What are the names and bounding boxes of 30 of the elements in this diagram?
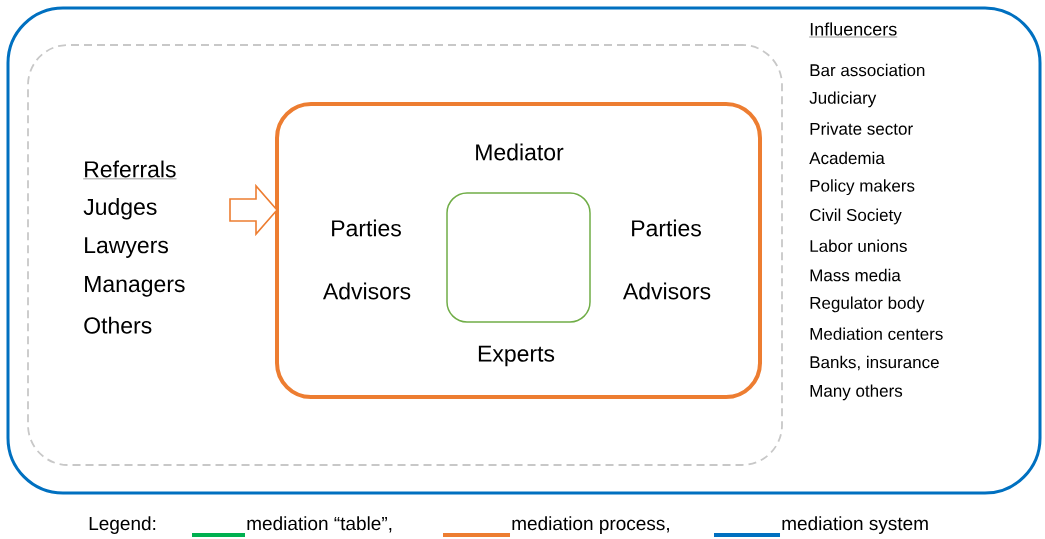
- list-item: Academia: [809, 151, 885, 165]
- list-item: Managers: [85, 276, 185, 297]
- list-item: Policy makers: [810, 179, 915, 196]
- role-label: Mediator: [476, 143, 564, 161]
- list-item: Labor unions: [810, 239, 907, 253]
- list-item: Others: [84, 316, 152, 334]
- role-label: Parties: [632, 219, 701, 237]
- list-item: Regulator body: [810, 296, 925, 313]
- role-label: Parties: [332, 219, 401, 237]
- list-item: Mass media: [810, 268, 901, 282]
- role-label: Advisors: [622, 282, 711, 300]
- legend-text: mediation process,: [512, 516, 669, 534]
- list-item: Lawyers: [85, 237, 168, 258]
- list-item: Bar association: [810, 63, 925, 77]
- heading-text: Legend:: [89, 516, 156, 534]
- block-arrow: [229, 183, 279, 237]
- list-item: Civil Society: [810, 208, 902, 225]
- list-item: Mediation centers: [810, 327, 943, 340]
- heading: Referrals: [83, 160, 177, 180]
- heading: Influencers: [809, 22, 898, 38]
- list-item: Judges: [83, 198, 157, 220]
- list-item: Many others: [810, 384, 903, 401]
- role-label: Experts: [478, 345, 555, 367]
- legend-text: mediation system: [782, 516, 928, 534]
- legend-text: mediation “table”,: [247, 516, 392, 533]
- list-item: Banks, insurance: [810, 355, 939, 371]
- list-item: Judiciary: [809, 91, 877, 108]
- table-box: [446, 192, 591, 323]
- role-label: Advisors: [322, 282, 411, 300]
- list-item: Private sector: [810, 122, 913, 135]
